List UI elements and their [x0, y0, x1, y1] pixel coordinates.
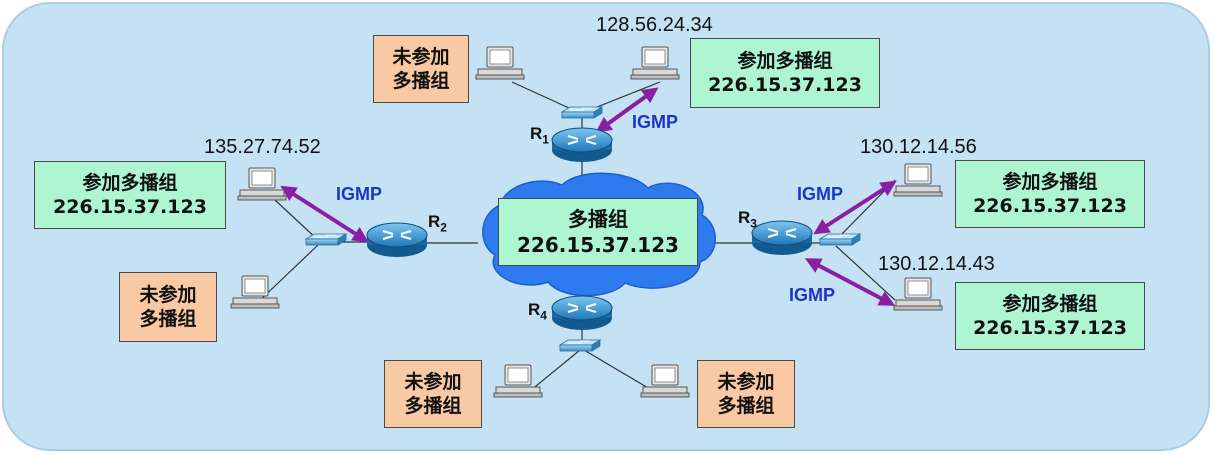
multicast-group-title: 多播组 [568, 207, 628, 231]
switch-icon-r2 [305, 233, 347, 246]
pc-icon-left-lower [230, 275, 280, 309]
not-joined-box-top: 未参加 多播组 [373, 35, 469, 103]
pc-icon-top-right [630, 46, 680, 80]
igmp-label-r2: IGMP [336, 184, 383, 204]
pc-icon-left-upper [237, 167, 287, 201]
joined-box-title: 参加多播组 [737, 50, 833, 72]
router-label-r2: R2 [428, 212, 447, 235]
joined-box-title: 参加多播组 [1002, 293, 1098, 315]
router-icon-r2 [366, 222, 428, 258]
pc-icon-right-upper [893, 163, 943, 197]
joined-box-address: 226.15.37.123 [708, 74, 862, 96]
router-icon-r1 [551, 127, 613, 163]
igmp-label-r3-upper: IGMP [797, 184, 844, 204]
host-ip-right-upper: 130.12.14.56 [860, 136, 977, 158]
not-joined-line1: 未参加 [717, 371, 775, 393]
not-joined-box-bottom-left: 未参加 多播组 [384, 360, 482, 428]
not-joined-line1: 未参加 [139, 284, 197, 306]
joined-box-right-upper: 参加多播组 226.15.37.123 [955, 160, 1145, 228]
pc-icon-bottom-right [640, 364, 690, 398]
router-icon-r4 [551, 295, 613, 331]
igmp-arrow-r3-lower [804, 258, 896, 306]
not-joined-box-bottom-right: 未参加 多播组 [697, 360, 795, 428]
igmp-arrows [280, 87, 897, 306]
host-ip-right-lower: 130.12.14.43 [878, 253, 995, 275]
router-icon-r3 [751, 220, 813, 256]
switch-icon-r3 [819, 233, 861, 246]
joined-box-title: 参加多播组 [1002, 171, 1098, 193]
joined-box-left: 参加多播组 226.15.37.123 [34, 161, 226, 229]
joined-box-title: 参加多播组 [82, 172, 178, 194]
igmp-arrow-r2 [280, 185, 369, 243]
router-label-r3: R3 [738, 208, 757, 231]
router-label-r1: R1 [530, 124, 549, 147]
host-ip-left: 135.27.74.52 [204, 136, 321, 158]
not-joined-box-left: 未参加 多播组 [119, 272, 217, 342]
pc-icon-right-lower [893, 277, 943, 311]
joined-box-top: 参加多播组 226.15.37.123 [690, 38, 880, 108]
switch-icon-r1 [561, 106, 603, 119]
switch-icon-r4 [559, 339, 601, 352]
not-joined-line2: 多播组 [392, 70, 450, 92]
not-joined-line2: 多播组 [139, 308, 197, 330]
pc-icon-top-left [475, 46, 525, 80]
igmp-arrow-r3-upper [813, 180, 897, 235]
joined-box-right-lower: 参加多播组 226.15.37.123 [955, 282, 1145, 350]
igmp-arrow-r1 [595, 87, 659, 133]
igmp-label-r3-lower: IGMP [789, 285, 836, 305]
not-joined-line1: 未参加 [392, 46, 450, 68]
not-joined-line2: 多播组 [717, 395, 775, 417]
host-ip-top: 128.56.24.34 [596, 14, 713, 36]
joined-box-address: 226.15.37.123 [53, 196, 207, 218]
joined-box-address: 226.15.37.123 [973, 317, 1127, 339]
multicast-group-box: 多播组 226.15.37.123 [498, 198, 698, 266]
router-label-r4: R4 [528, 300, 547, 323]
igmp-label-r1: IGMP [632, 112, 679, 132]
multicast-group-address: 226.15.37.123 [517, 233, 679, 257]
joined-box-address: 226.15.37.123 [973, 195, 1127, 217]
not-joined-line2: 多播组 [404, 395, 462, 417]
not-joined-line1: 未参加 [404, 371, 462, 393]
pc-icon-bottom-left [493, 364, 543, 398]
